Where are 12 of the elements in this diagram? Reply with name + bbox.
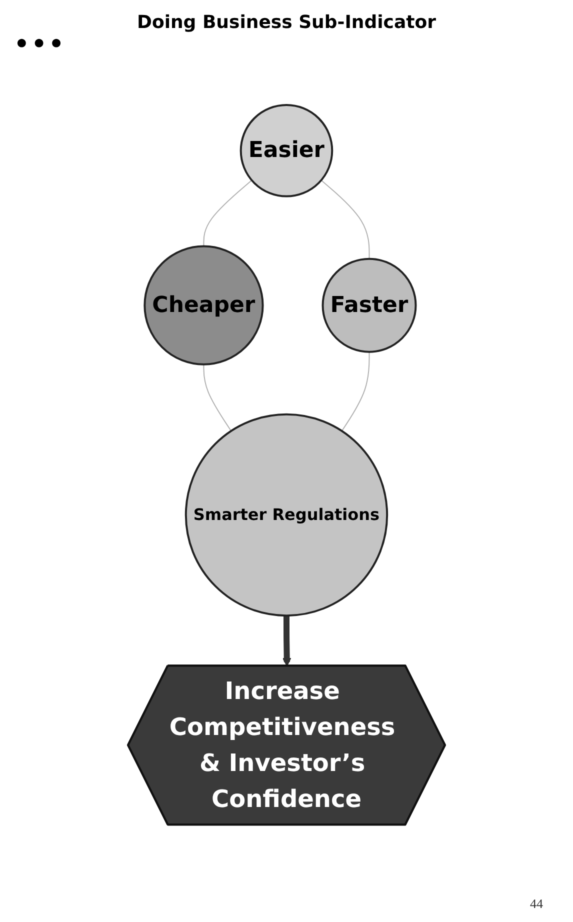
node-circle: Cheaper [144, 246, 264, 366]
ellipsis-mark: ••• [14, 30, 66, 58]
node-circle: Easier [240, 104, 334, 198]
center-caption: Doing Business Sub-Indicator [136, 12, 437, 33]
arrow [282, 616, 292, 667]
connector [320, 180, 370, 260]
connector [341, 352, 370, 432]
connector [203, 180, 252, 247]
page-number: 44 [530, 896, 543, 912]
node-circle: Smarter Regulations [184, 414, 388, 617]
connector [203, 364, 232, 432]
node-circle: Faster [322, 258, 417, 354]
